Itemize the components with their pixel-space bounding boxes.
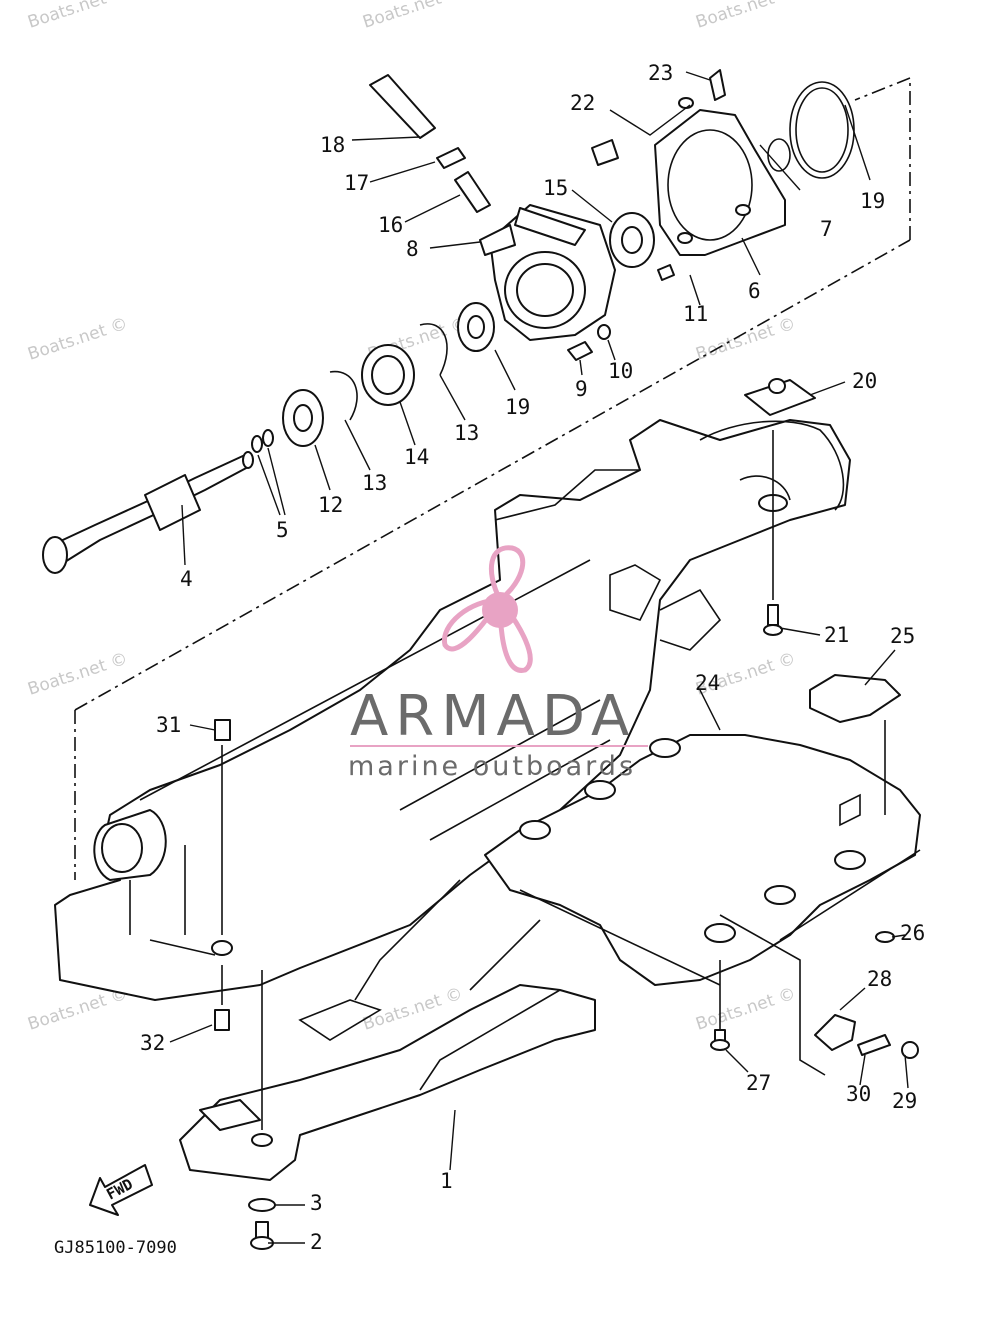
cover-plate (654, 97, 786, 256)
callout-3: 3 (310, 1191, 323, 1215)
callout-28: 27 (746, 1071, 771, 1095)
watermark: Boats.net © (25, 314, 130, 365)
callout-19: 18 (320, 133, 345, 157)
callout-13b: 13 (454, 421, 479, 445)
callout-27: 26 (900, 921, 925, 945)
logo-title: ARMADA (350, 684, 636, 749)
callout-25: 24 (695, 671, 720, 695)
callout-15: 19 (505, 395, 530, 419)
callout-31: 30 (846, 1082, 871, 1106)
callout-8: 8 (406, 237, 419, 261)
callout-5: 5 (276, 518, 289, 542)
callout-7: 7 (820, 217, 833, 241)
watermark: Boats.net © (693, 984, 798, 1035)
bearing-housing (479, 204, 616, 341)
callout-30: 29 (892, 1089, 917, 1113)
callout-22: 21 (824, 623, 849, 647)
callout-10: 10 (608, 359, 633, 383)
callout-23: 22 (570, 91, 595, 115)
callout-16: 15 (543, 176, 568, 200)
callout-26: 25 (890, 624, 915, 648)
jet-housing (54, 419, 851, 1001)
seals-and-pins (369, 69, 855, 213)
callout-1: 1 (440, 1169, 453, 1193)
callout-33: 32 (140, 1031, 165, 1055)
assembly-frame-lines (74, 76, 911, 880)
watermark: Boats.net © (693, 314, 798, 365)
callout-12: 12 (318, 493, 343, 517)
diagram-code: GJ85100-7090 (54, 1238, 177, 1258)
callout-13a: 13 (362, 471, 387, 495)
callout-24: 23 (648, 61, 673, 85)
callout-32: 31 (156, 713, 181, 737)
callout-17: 16 (378, 213, 403, 237)
fasteners (214, 378, 919, 1250)
shaft-parts (251, 212, 675, 453)
callout-labels: 18 17 16 8 15 22 23 7 19 6 11 10 9 19 13… (140, 61, 925, 1254)
callout-2: 2 (310, 1230, 323, 1254)
watermark: Boats.net © (360, 0, 465, 33)
reverse-bracket (179, 879, 596, 1181)
callout-18: 17 (344, 171, 369, 195)
watermark: Boats.net © (25, 649, 130, 700)
armada-logo: ARMADA marine outboards (348, 545, 648, 782)
fwd-arrow: FWD (89, 1164, 153, 1216)
callout-11: 11 (683, 302, 708, 326)
callout-4: 4 (180, 567, 193, 591)
logo-subtitle: marine outboards (348, 751, 636, 782)
callout-9: 9 (575, 377, 588, 401)
callout-14: 14 (404, 445, 429, 469)
drive-shaft (42, 451, 254, 574)
watermark: Boats.net © (25, 0, 130, 33)
callout-29: 28 (867, 967, 892, 991)
ride-plate (484, 734, 921, 986)
propeller-icon (442, 545, 533, 673)
watermark: Boats.net © (693, 0, 798, 33)
leader-lines (169, 71, 909, 1244)
callout-21: 20 (852, 369, 877, 393)
callout-6: 6 (748, 279, 761, 303)
callout-20: 19 (860, 189, 885, 213)
